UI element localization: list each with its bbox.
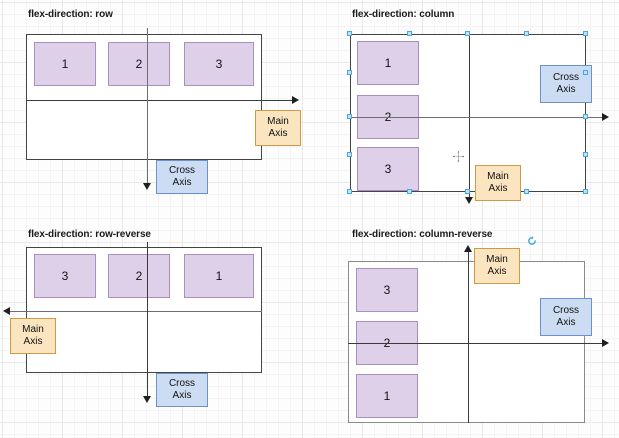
cross-axis-label-line2: Axis	[556, 84, 576, 95]
cross-axis-label-row[interactable]: Cross Axis	[156, 160, 208, 194]
cross-axis-arrow-right-icon	[602, 339, 609, 347]
main-axis-label-line1: Main	[22, 324, 44, 335]
main-axis-label-line1: Main	[487, 171, 509, 182]
selection-handle-icon[interactable]	[347, 114, 352, 119]
selection-handle-icon[interactable]	[524, 189, 529, 194]
main-axis-line-row	[26, 100, 292, 101]
main-axis-label-row[interactable]: Main Axis	[255, 110, 301, 146]
flex-item[interactable]: 3	[184, 42, 254, 86]
panel-title-row: flex-direction: row	[28, 9, 113, 20]
selection-handle-icon[interactable]	[407, 189, 412, 194]
main-axis-arrow-right-icon	[292, 96, 299, 104]
main-axis-label-row-reverse[interactable]: Main Axis	[10, 318, 56, 354]
cross-axis-label-column-reverse[interactable]: Cross Axis	[540, 298, 592, 336]
panel-title-column-reverse: flex-direction: column-reverse	[352, 229, 493, 240]
selection-handle-icon[interactable]	[407, 31, 412, 36]
selection-handle-icon[interactable]	[583, 152, 588, 157]
flex-item[interactable]: 3	[357, 147, 419, 191]
flex-item[interactable]: 1	[357, 41, 419, 85]
selection-handle-icon[interactable]	[583, 189, 588, 194]
cross-axis-line-row	[147, 28, 148, 186]
cross-axis-label-line2: Axis	[172, 390, 192, 401]
main-axis-arrow-left-icon	[3, 307, 10, 315]
selection-handle-icon[interactable]	[347, 189, 352, 194]
flex-item[interactable]: 3	[356, 268, 418, 312]
panel-title-row-reverse: flex-direction: row-reverse	[28, 229, 151, 240]
main-axis-label-column-reverse[interactable]: Main Axis	[474, 248, 520, 284]
main-axis-label-line1: Main	[267, 116, 289, 127]
cross-axis-label-row-reverse[interactable]: Cross Axis	[156, 373, 208, 407]
cross-axis-arrow-down-icon	[143, 396, 151, 403]
selection-handle-icon[interactable]	[583, 31, 588, 36]
selection-handle-icon[interactable]	[583, 114, 588, 119]
flex-item[interactable]: 3	[34, 254, 96, 298]
selection-handle-icon[interactable]	[524, 31, 529, 36]
flex-item[interactable]: 2	[108, 42, 170, 86]
cross-axis-arrow-down-icon	[143, 183, 151, 190]
main-axis-label-line2: Axis	[23, 336, 43, 347]
panel-title-column: flex-direction: column	[352, 9, 455, 20]
selection-handle-icon[interactable]	[347, 152, 352, 157]
selection-handle-icon[interactable]	[465, 31, 470, 36]
main-axis-label-line2: Axis	[268, 128, 288, 139]
cross-axis-arrow-right-icon	[602, 113, 609, 121]
main-axis-line-row-reverse	[10, 311, 262, 312]
selection-handle-icon[interactable]	[347, 31, 352, 36]
cross-axis-label-line1: Cross	[168, 378, 196, 389]
cross-axis-label-line1: Cross	[168, 165, 196, 176]
flex-item[interactable]: 1	[34, 42, 96, 86]
cross-axis-line-column-reverse	[348, 343, 602, 344]
cross-axis-line-row-reverse	[147, 242, 148, 399]
flex-item[interactable]: 2	[108, 254, 170, 298]
rotate-handle-icon[interactable]	[527, 233, 537, 245]
cross-axis-line-column	[350, 117, 602, 118]
main-axis-arrow-up-icon	[464, 245, 472, 252]
selection-handle-icon[interactable]	[583, 70, 588, 75]
main-axis-label-line2: Axis	[487, 266, 507, 277]
main-axis-label-column[interactable]: Main Axis	[475, 165, 521, 201]
selection-handle-icon[interactable]	[347, 70, 352, 75]
cross-axis-label-line2: Axis	[556, 317, 576, 328]
main-axis-label-line2: Axis	[488, 183, 508, 194]
cross-axis-label-line2: Axis	[172, 177, 192, 188]
flex-item[interactable]: 1	[184, 254, 254, 298]
cross-axis-label-line1: Cross	[552, 72, 580, 83]
main-axis-arrow-down-icon	[465, 197, 473, 204]
move-cursor-icon	[451, 149, 466, 164]
flex-item[interactable]: 1	[356, 374, 418, 418]
main-axis-line-column-reverse	[468, 250, 469, 423]
main-axis-label-line1: Main	[486, 254, 508, 265]
selection-handle-icon[interactable]	[465, 189, 470, 194]
cross-axis-label-line1: Cross	[552, 305, 580, 316]
